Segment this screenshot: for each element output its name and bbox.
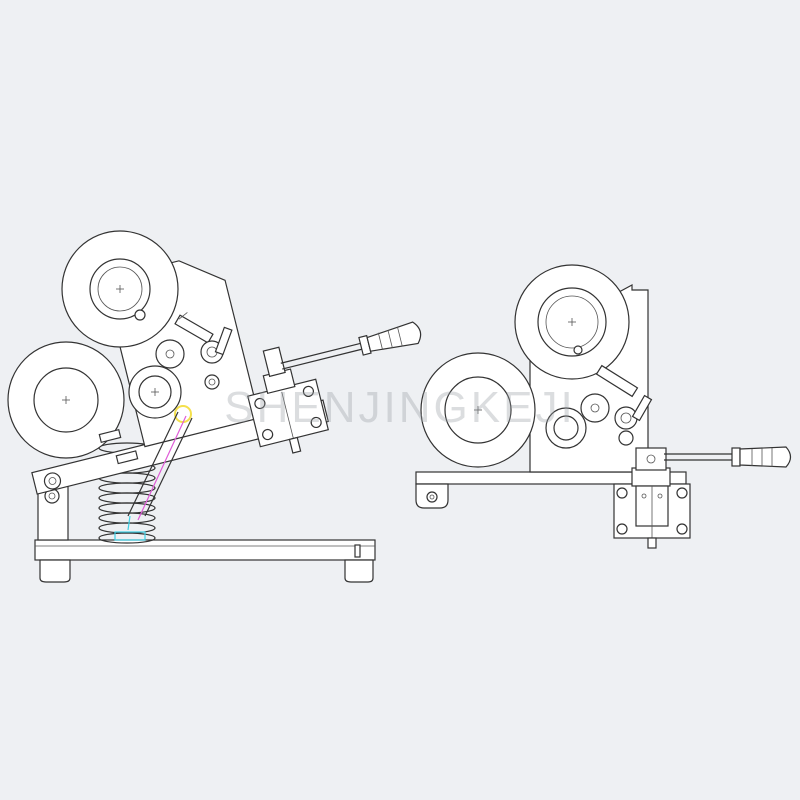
guide-rollers	[128, 339, 220, 419]
tension-screw	[174, 312, 233, 364]
base-bar	[415, 471, 687, 509]
tension-screw	[595, 364, 653, 430]
lower-tape-reel	[420, 352, 536, 468]
operating-handle	[664, 446, 792, 468]
closed-position-view	[415, 264, 792, 549]
upper-tape-reel	[514, 264, 630, 380]
open-position-view	[7, 230, 422, 583]
highlighted-guide-rod	[127, 405, 193, 531]
label-plate	[98, 428, 122, 444]
guide-rollers	[545, 393, 634, 449]
clamp-block	[613, 447, 691, 549]
upper-tape-reel	[61, 230, 179, 348]
lower-tape-reel	[7, 341, 125, 459]
base-plate	[34, 539, 376, 583]
